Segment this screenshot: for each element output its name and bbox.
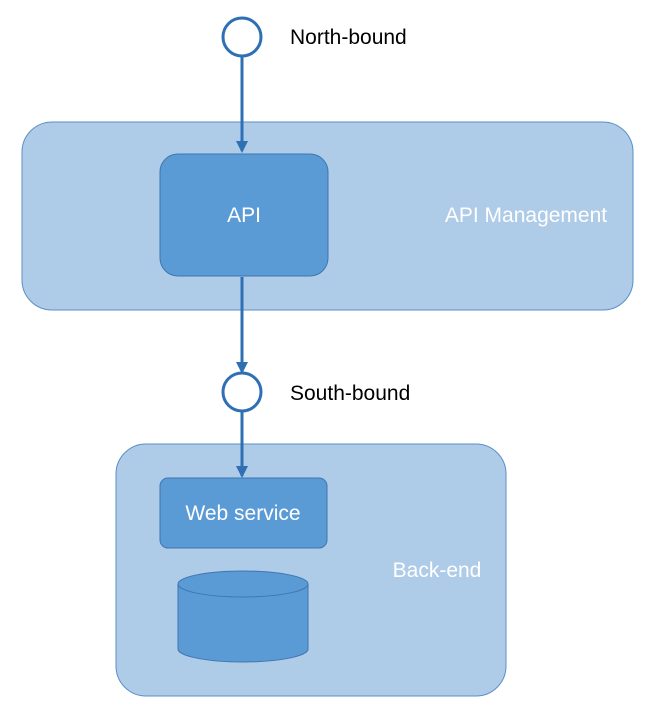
database-icon (177, 570, 309, 663)
api-management-label: API Management (445, 204, 607, 227)
south-bound-endpoint (221, 371, 263, 413)
backend-label: Back-end (393, 559, 482, 582)
api-label: API (227, 204, 261, 227)
web-service-label: Web service (185, 502, 300, 525)
north-bound-endpoint (221, 16, 263, 58)
south-bound-label: South-bound (290, 382, 410, 405)
web-service-box (159, 477, 328, 549)
api-box (159, 153, 329, 277)
north-bound-label: North-bound (290, 26, 407, 49)
